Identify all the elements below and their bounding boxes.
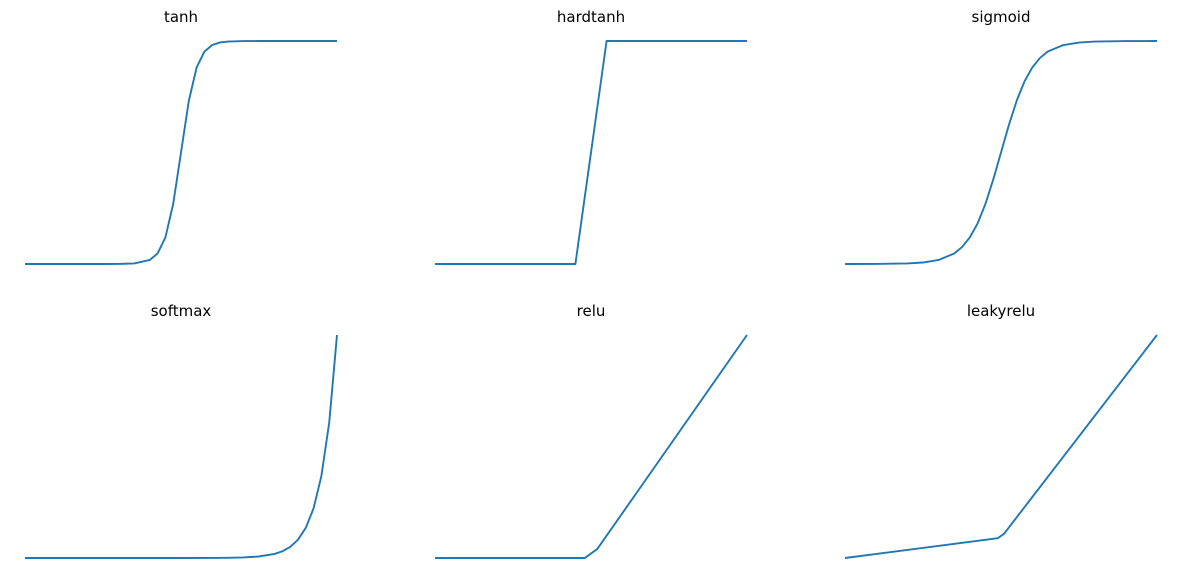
chart-title: leakyrelu (967, 302, 1035, 320)
chart-title: sigmoid (972, 8, 1031, 26)
chart-title: tanh (164, 8, 198, 26)
panel-hardtanh: hardtanh (435, 8, 747, 265)
panel-sigmoid: sigmoid (844, 8, 1158, 265)
series-line-1 (25, 334, 338, 559)
chart-title: softmax (151, 302, 212, 320)
panel-relu: relu (435, 302, 748, 559)
series-line-1 (435, 40, 747, 265)
panel-leakyrelu: leakyrelu (844, 302, 1158, 559)
panel-tanh: tanh (25, 8, 337, 265)
series-line-1 (844, 40, 1158, 265)
series-line-1 (25, 40, 337, 265)
series-line-1 (435, 334, 748, 559)
panel-softmax: softmax (25, 302, 338, 559)
series-line-1 (844, 334, 1158, 559)
chart-title: hardtanh (557, 8, 625, 26)
chart-title: relu (577, 302, 606, 320)
